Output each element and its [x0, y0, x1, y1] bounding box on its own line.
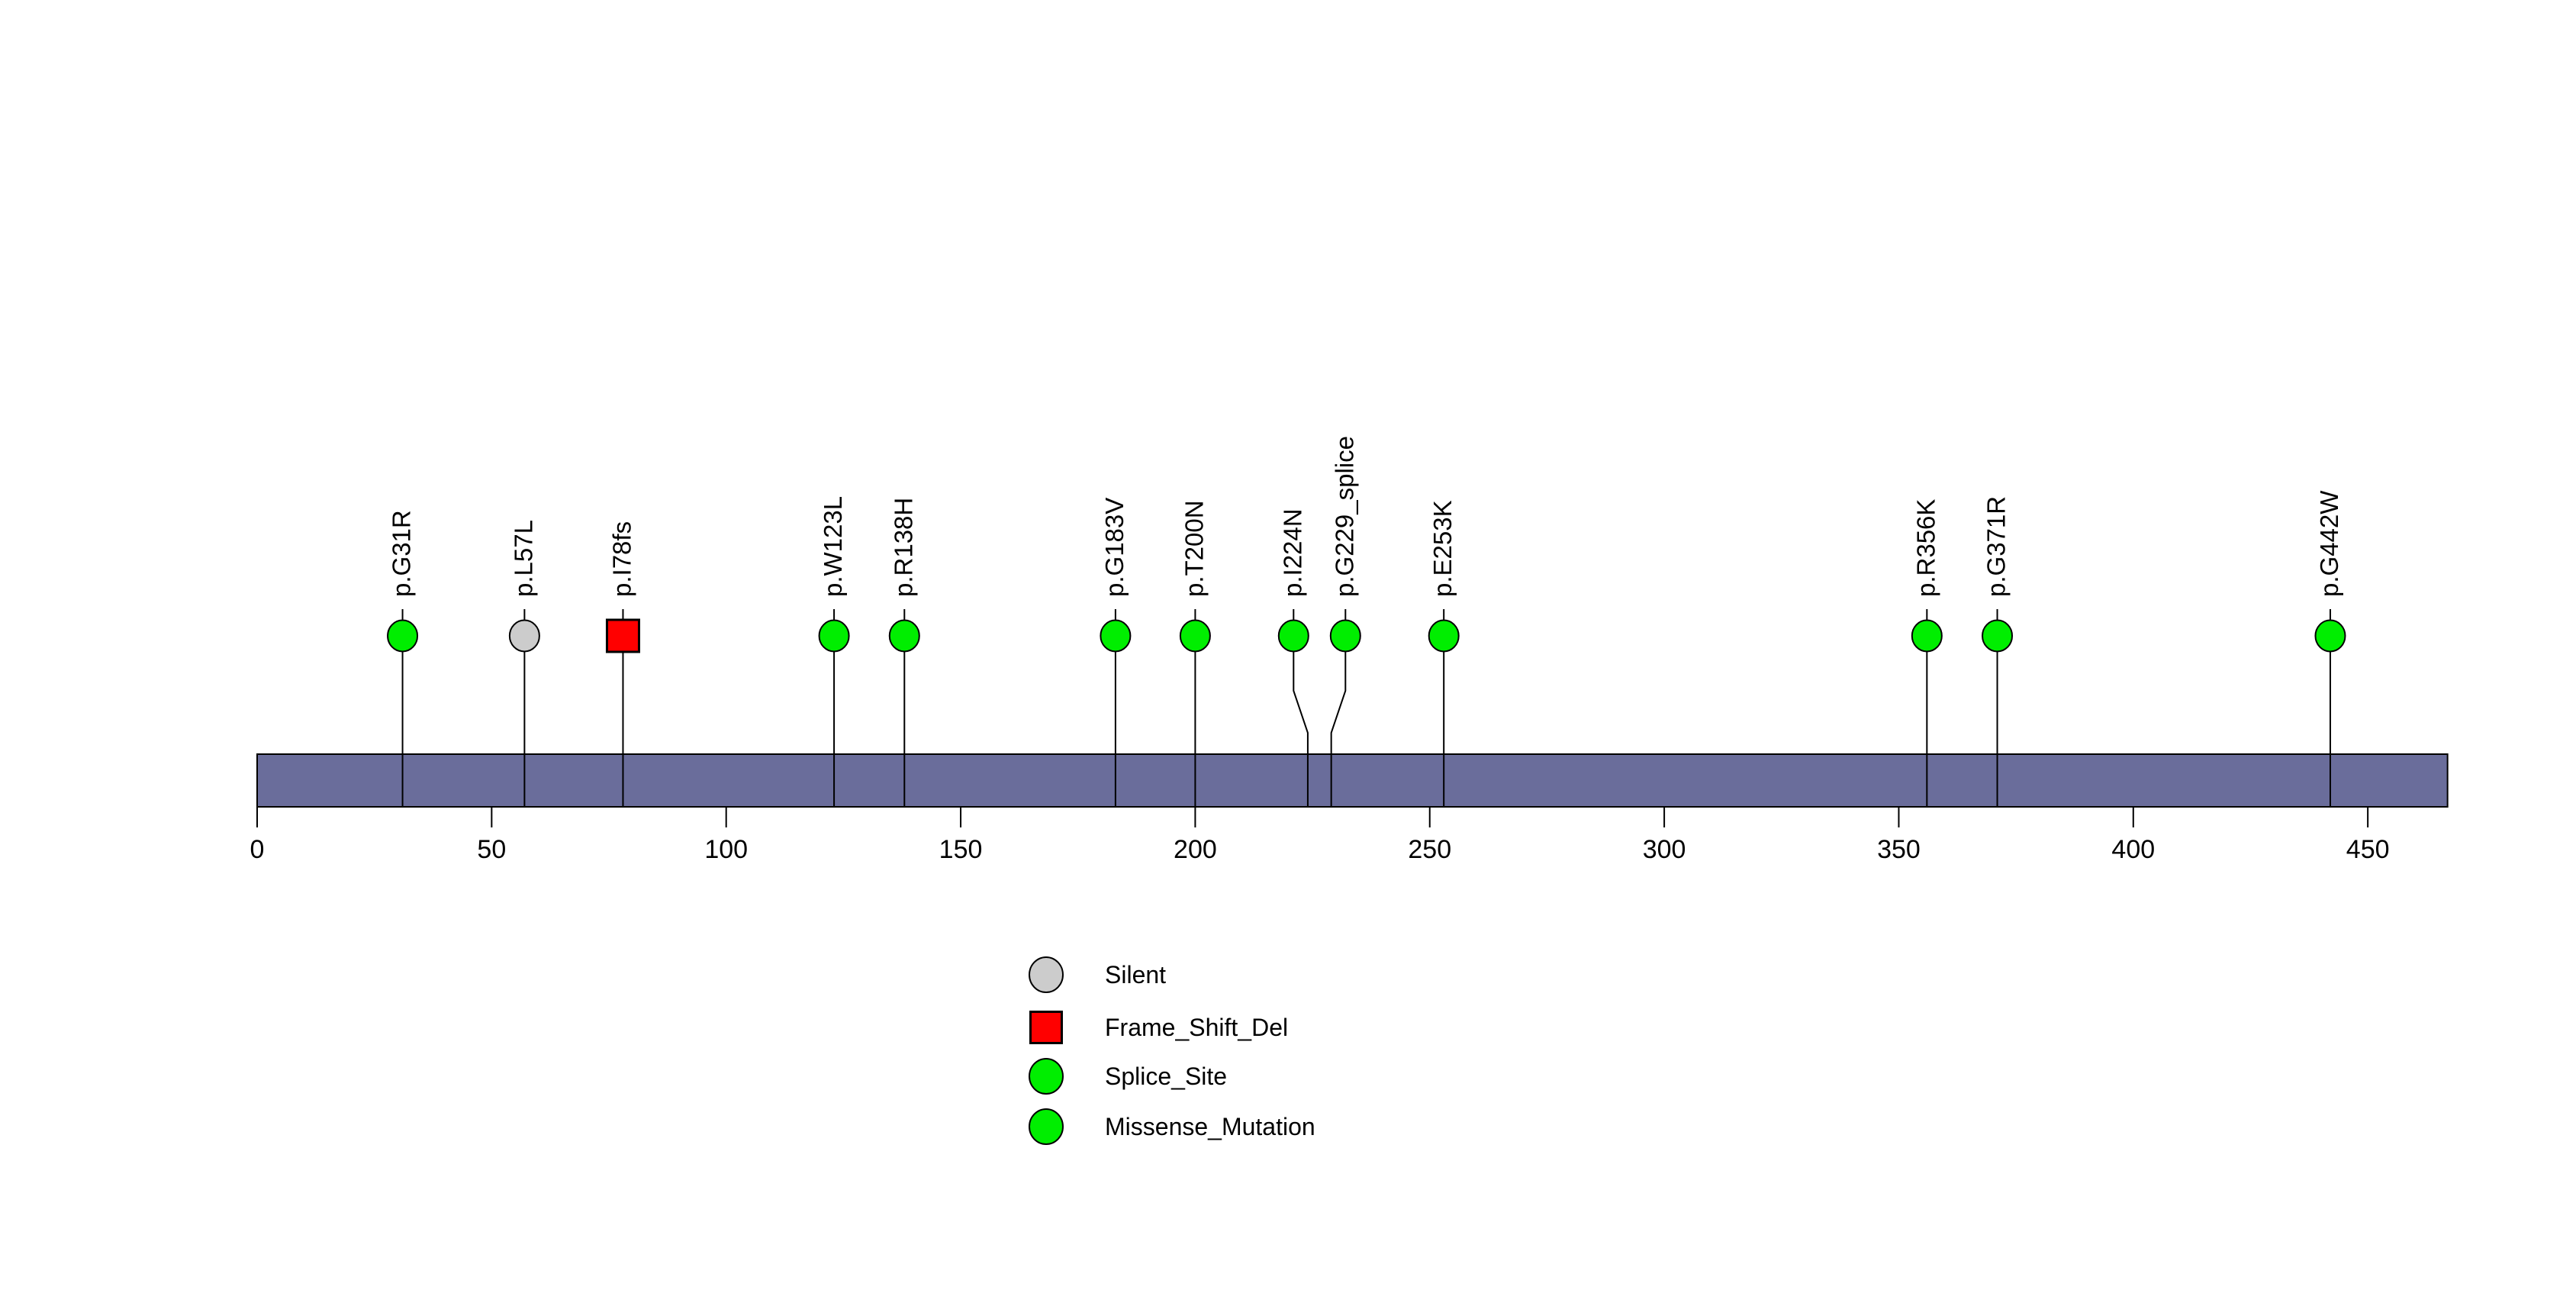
legend-marker-splice_site: [1029, 1058, 1064, 1095]
x-axis-tick-label: 100: [704, 835, 748, 864]
mutation-marker-missense_mutation: [1982, 619, 2014, 653]
mutation-label: p.G442W: [2315, 490, 2343, 597]
mutation-marker-missense_mutation: [2314, 619, 2346, 653]
legend-marker-silent: [1029, 956, 1064, 993]
mutation-marker-missense_mutation: [387, 619, 419, 653]
x-axis-tick-label: 350: [1877, 835, 1921, 864]
mutation-marker-missense_mutation: [1911, 619, 1943, 653]
mutation-label: p.G183V: [1100, 498, 1129, 597]
mutation-label: p.I78fs: [607, 521, 636, 597]
legend-label: Silent: [1105, 961, 1166, 988]
mutation-marker-frame_shift_del: [605, 618, 640, 653]
x-axis-tick-label: 50: [477, 835, 506, 864]
mutation-marker-missense_mutation: [1100, 619, 1132, 653]
mutation-label: p.G229_splice: [1330, 436, 1358, 597]
x-axis-tick-label: 400: [2111, 835, 2155, 864]
protein-bar: [256, 753, 2449, 808]
mutation-label: p.I224N: [1278, 508, 1306, 597]
legend-label: Missense_Mutation: [1105, 1113, 1315, 1140]
legend-label: Frame_Shift_Del: [1105, 1014, 1288, 1041]
mutation-marker-splice_site: [1329, 619, 1361, 653]
mutation-label: p.L57L: [509, 520, 537, 597]
x-axis-tick-label: 150: [939, 835, 983, 864]
mutation-marker-silent: [508, 619, 540, 653]
mutation-marker-missense_mutation: [888, 619, 920, 653]
mutation-label: p.R138H: [889, 498, 917, 597]
mutation-label: p.G31R: [388, 510, 416, 597]
mutation-label: p.G371R: [1982, 496, 2011, 597]
mutation-marker-missense_mutation: [1277, 619, 1309, 653]
mutation-label: p.W123L: [819, 496, 847, 597]
mutation-marker-missense_mutation: [1179, 619, 1211, 653]
x-axis-tick-label: 300: [1643, 835, 1686, 864]
x-axis-tick-label: 250: [1408, 835, 1451, 864]
mutation-label: p.E253K: [1428, 500, 1457, 597]
x-axis-tick-label: 200: [1174, 835, 1217, 864]
mutation-marker-missense_mutation: [1428, 619, 1460, 653]
x-axis-tick-label: 0: [250, 835, 265, 864]
x-axis-tick-label: 450: [2346, 835, 2390, 864]
legend: [1029, 956, 1064, 1145]
legend-marker-frame_shift_del: [1029, 1011, 1063, 1044]
mutation-label: p.R356K: [1911, 499, 1940, 597]
mutation-marker-missense_mutation: [818, 619, 850, 653]
legend-marker-missense_mutation: [1029, 1108, 1064, 1145]
legend-label: Splice_Site: [1105, 1063, 1227, 1090]
mutation-label: p.T200N: [1180, 500, 1208, 597]
